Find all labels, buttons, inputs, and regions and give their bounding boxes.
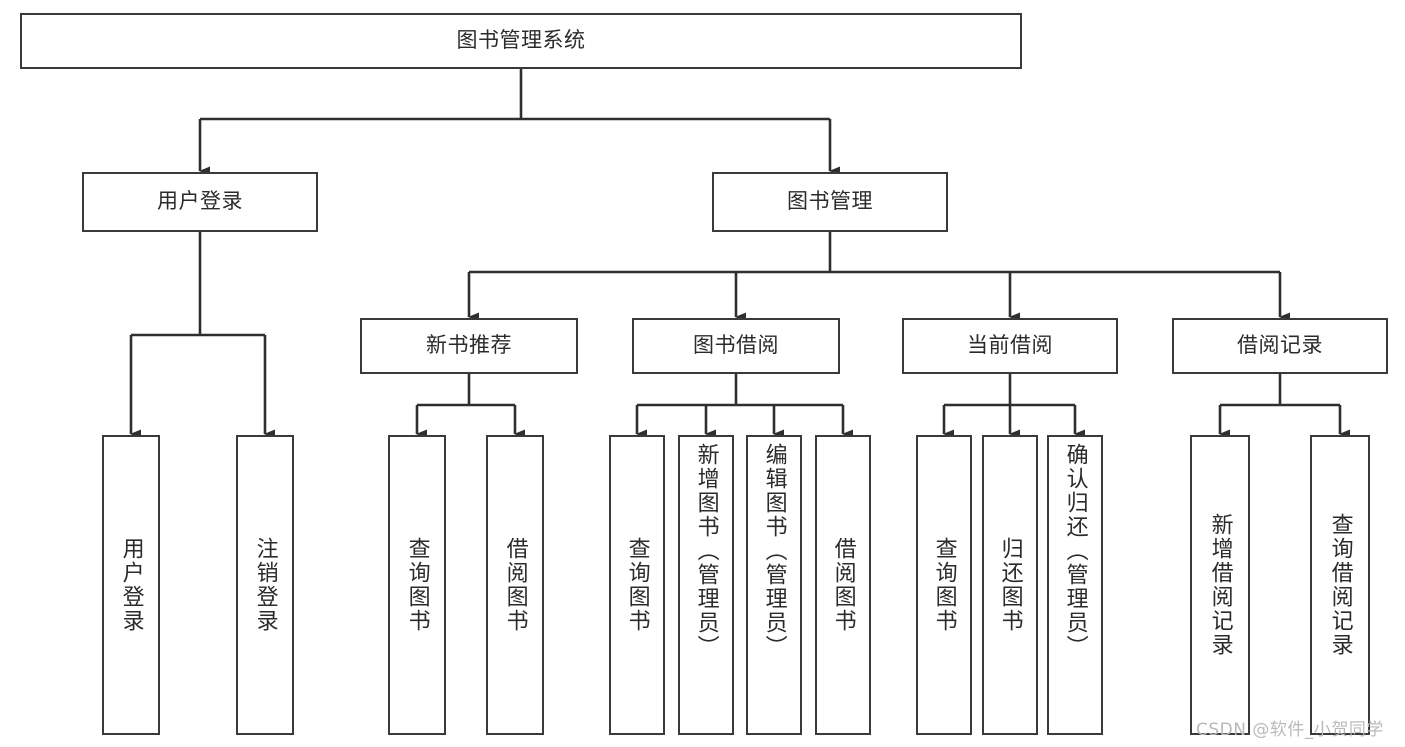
level3-box-图书借阅[interactable]: 图书借阅 (632, 318, 840, 374)
level3-box-当前借阅[interactable]: 当前借阅 (902, 318, 1118, 374)
level3-box-借阅记录[interactable]: 借阅记录 (1172, 318, 1388, 374)
node-label: 归还图书 (997, 537, 1023, 633)
node-label: 当前借阅 (967, 333, 1053, 358)
leaf-box-归还图书[interactable]: 归还图书 (982, 435, 1038, 735)
level3-box-新书推荐[interactable]: 新书推荐 (360, 318, 578, 374)
node-label: 新增借阅记录 (1207, 513, 1233, 657)
node-label: 注销登录 (252, 537, 278, 633)
node-label: 新增图书（管理员） (693, 443, 719, 659)
level2-box-图书管理[interactable]: 图书管理 (712, 172, 948, 232)
level2-box-用户登录[interactable]: 用户登录 (82, 172, 318, 232)
node-label: 新书推荐 (426, 333, 512, 358)
leaf-box-注销登录[interactable]: 注销登录 (236, 435, 294, 735)
node-label: 查询图书 (624, 537, 650, 633)
leaf-box-查询图书[interactable]: 查询图书 (609, 435, 665, 735)
leaf-box-新增图书管理员[interactable]: 新增图书（管理员） (678, 435, 734, 735)
leaf-box-借阅图书[interactable]: 借阅图书 (815, 435, 871, 735)
leaf-box-确认归还管理员[interactable]: 确认归还（管理员） (1047, 435, 1103, 735)
node-label: 图书借阅 (693, 333, 779, 358)
csdn-watermark: CSDN @软件_小贺同学 (1196, 720, 1384, 740)
node-label: 图书管理系统 (456, 28, 586, 53)
node-label: 用户登录 (157, 189, 243, 214)
leaf-box-编辑图书管理员[interactable]: 编辑图书（管理员） (746, 435, 802, 735)
edge-group (129, 69, 1350, 439)
node-label: 查询借阅记录 (1327, 513, 1353, 657)
node-label: 编辑图书（管理员） (761, 443, 787, 659)
leaf-box-新增借阅记录[interactable]: 新增借阅记录 (1190, 435, 1250, 735)
node-label: 确认归还（管理员） (1062, 443, 1088, 659)
leaf-box-用户登录[interactable]: 用户登录 (102, 435, 160, 735)
node-label: 用户登录 (118, 537, 144, 633)
leaf-box-查询图书[interactable]: 查询图书 (916, 435, 972, 735)
leaf-box-查询图书[interactable]: 查询图书 (388, 435, 446, 735)
node-label: 借阅图书 (502, 537, 528, 633)
node-label: 借阅图书 (830, 537, 856, 633)
leaf-box-借阅图书[interactable]: 借阅图书 (486, 435, 544, 735)
root-box-图书管理系统[interactable]: 图书管理系统 (20, 13, 1022, 69)
node-label: 查询图书 (931, 537, 957, 633)
node-label: 借阅记录 (1237, 333, 1323, 358)
leaf-box-查询借阅记录[interactable]: 查询借阅记录 (1310, 435, 1370, 735)
node-label: 查询图书 (404, 537, 430, 633)
node-label: 图书管理 (787, 189, 873, 214)
